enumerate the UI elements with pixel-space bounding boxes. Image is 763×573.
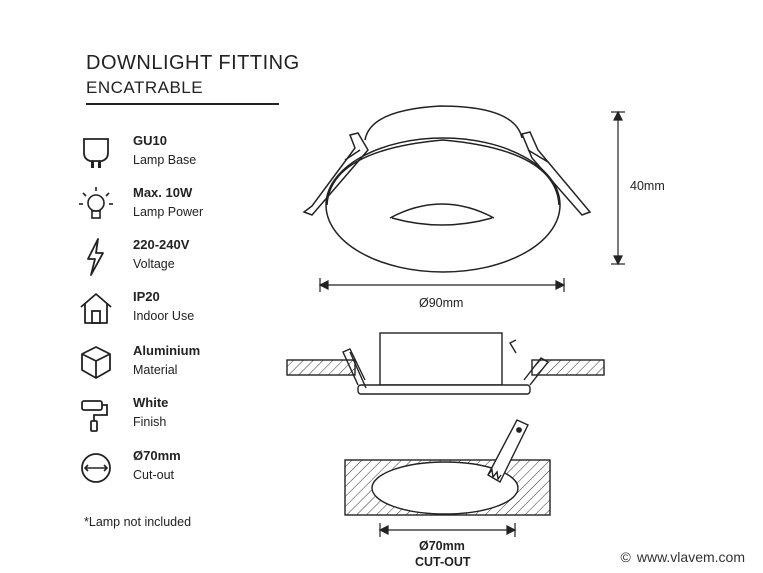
spec-label: Lamp Base [133, 153, 197, 167]
watermark: © www.vlavem.com [612, 547, 753, 567]
diameter-dimension: Ø90mm [419, 296, 464, 310]
lamp-not-included-note: *Lamp not included [84, 515, 192, 529]
watermark-text: www.vlavem.com [636, 549, 745, 565]
spec-voltage: 220-240V Voltage [78, 237, 278, 281]
spec-label: Cut-out [133, 468, 174, 482]
cutout-dimension: Ø70mm [419, 539, 465, 553]
spec-value: Aluminium [133, 343, 201, 358]
spec-value: IP20 [133, 289, 160, 304]
diameter-icon [81, 453, 111, 483]
spec-label: Lamp Power [133, 205, 204, 219]
light-bulb-icon [79, 187, 113, 219]
spec-label: Indoor Use [133, 309, 195, 323]
cube-icon [81, 346, 111, 379]
spec-value: GU10 [133, 133, 167, 148]
fitting-perspective-drawing [302, 105, 592, 273]
diameter-dimension-line [318, 278, 566, 292]
spec-label: Finish [133, 415, 167, 429]
spec-finish: White Finish [78, 395, 278, 439]
spec-label: Voltage [133, 257, 175, 271]
cutout-label: CUT-OUT [415, 555, 471, 569]
lightning-icon [87, 238, 104, 276]
spec-ip-rating: IP20 Indoor Use [78, 289, 278, 333]
spec-value: Max. 10W [133, 185, 193, 200]
spec-value: White [133, 395, 169, 410]
height-dimension-line [611, 110, 625, 266]
product-title: DOWNLIGHT FITTING [86, 52, 300, 74]
spec-lamp-base: GU10 Lamp Base [78, 133, 278, 177]
spec-material: Aluminium Material [78, 343, 278, 387]
title-divider [86, 103, 279, 105]
spec-lamp-power: Max. 10W Lamp Power [78, 185, 278, 229]
gu10-bulb-icon [83, 138, 109, 168]
spec-value: Ø70mm [133, 448, 181, 463]
house-icon [80, 293, 112, 324]
copyright-icon: © [620, 549, 631, 565]
product-subtitle: ENCATRABLE [86, 78, 204, 97]
cutout-drawing [344, 419, 551, 516]
paint-roller-icon [81, 400, 108, 432]
cutout-dimension-line [378, 523, 517, 537]
spec-cut-out: Ø70mm Cut-out [78, 448, 278, 492]
installed-section-drawing [286, 332, 605, 395]
spec-label: Material [133, 363, 178, 377]
spec-value: 220-240V [133, 237, 190, 252]
height-dimension: 40mm [630, 179, 665, 193]
